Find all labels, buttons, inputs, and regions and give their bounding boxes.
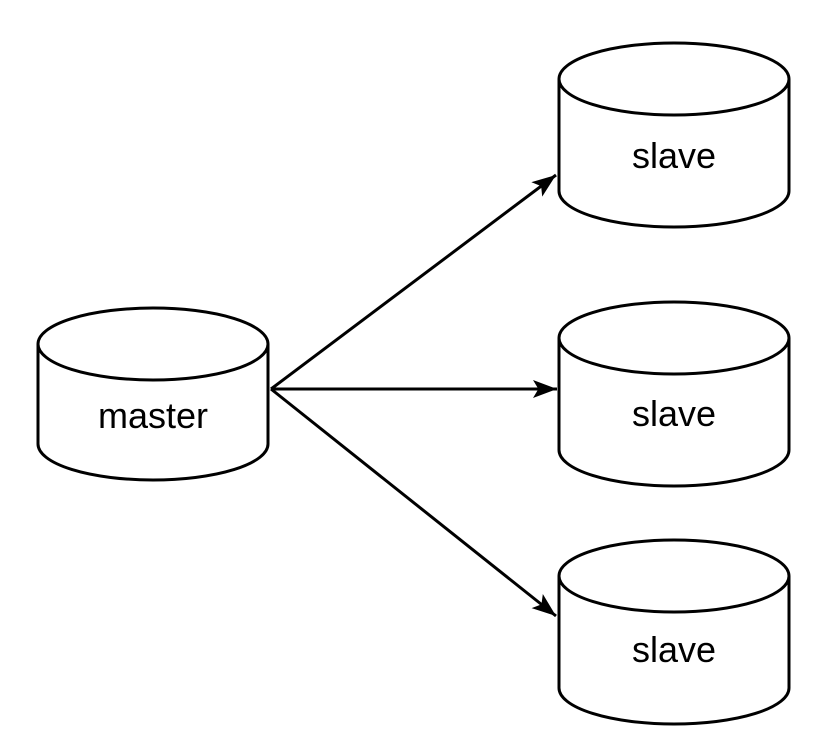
slave-bottom-node-shape [557, 538, 791, 726]
slave-middle-node-shape [557, 300, 791, 488]
slave-top-node-shape [557, 41, 791, 229]
cylinder-body [557, 538, 791, 726]
cylinder-lip [36, 343, 270, 382]
slave-top-node-label: slave [631, 135, 717, 176]
master-node-shape [36, 306, 270, 482]
edge-master-to-slave-bottom-arrow [270, 387, 557, 618]
cylinder-body [557, 300, 791, 488]
cylinder-lip [557, 337, 791, 376]
cylinder-lip [557, 78, 791, 117]
slave-bottom-node-label: slave [631, 629, 717, 670]
master-node-label: master [97, 395, 209, 436]
cylinder-body [557, 41, 791, 229]
slave-middle-node-label: slave [631, 393, 717, 434]
cylinder-lip [557, 575, 791, 614]
cylinder-body [36, 306, 270, 482]
edge-master-to-slave-top-arrow [270, 173, 557, 391]
